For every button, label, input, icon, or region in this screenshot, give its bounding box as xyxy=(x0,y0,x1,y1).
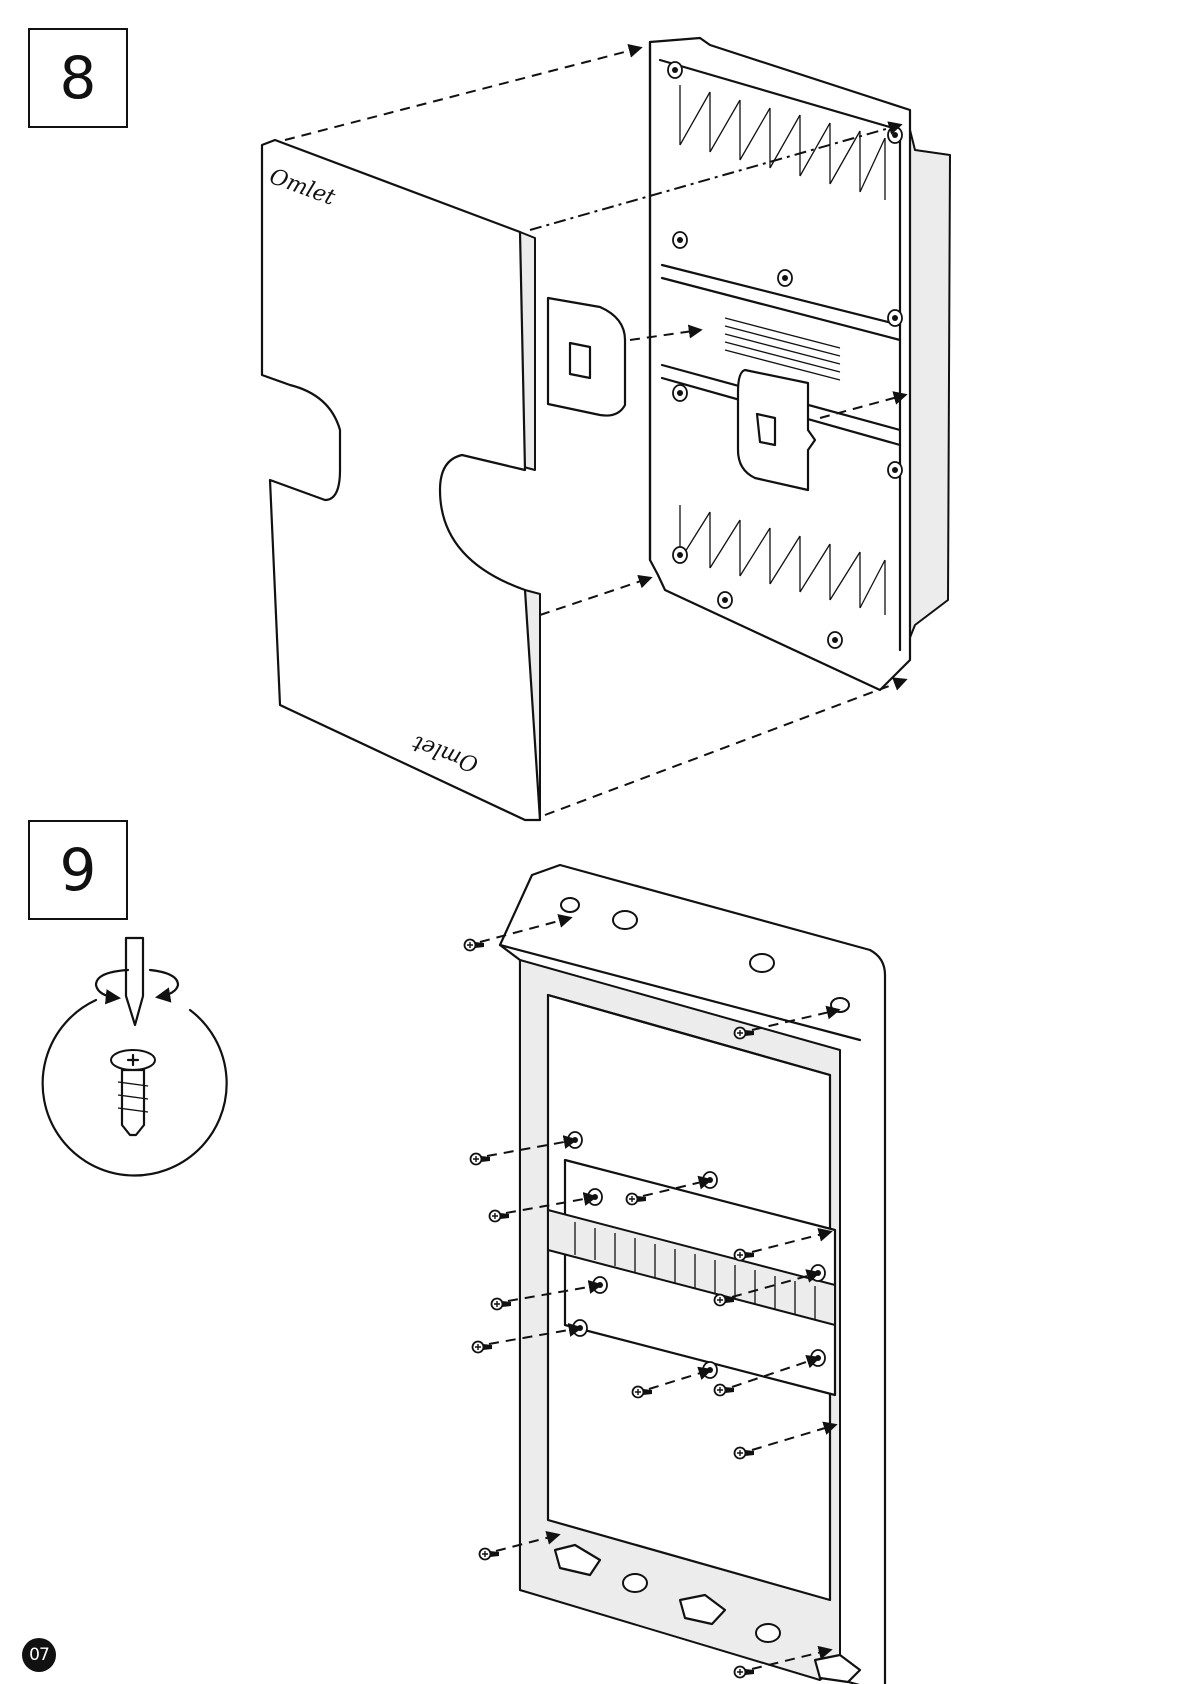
screwdriver-callout xyxy=(43,938,227,1175)
enclosure-back-box xyxy=(650,38,950,690)
step-8-illustration: Omlet Omlet xyxy=(262,38,950,820)
step-9-illustration xyxy=(43,865,885,1684)
front-frame xyxy=(500,865,885,1684)
blanking-cover-loose xyxy=(548,298,625,416)
front-cover-panel: Omlet Omlet xyxy=(262,140,540,820)
blanking-cover-fitted xyxy=(738,370,815,490)
